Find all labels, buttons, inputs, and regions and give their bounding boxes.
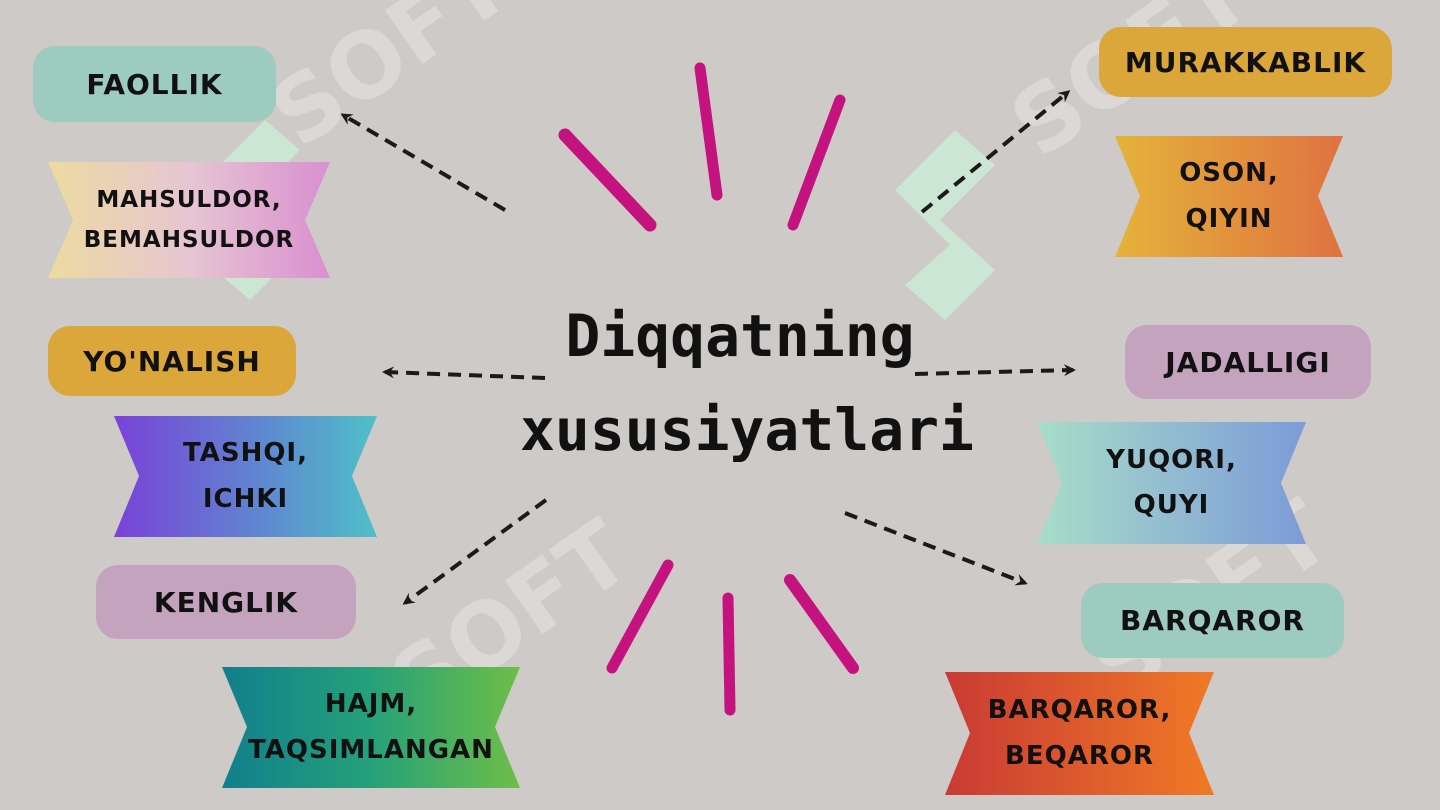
title-line-1: Diqqatning: [565, 302, 915, 370]
kenglik-value-1: HAJM,: [324, 689, 418, 719]
pill-faollik-label: FAOLLIK: [86, 67, 223, 101]
faollik-value-2: BEMAHSULDOR: [83, 227, 295, 253]
pill-jadalligi-label: JADALLIGI: [1165, 345, 1331, 379]
pill-yonalish-label: YO'NALISH: [83, 344, 261, 378]
jadalligi-value-1: YUQORI,: [1106, 444, 1237, 475]
ribbon-kenglik: [222, 667, 520, 788]
ribbon-faollik-text: MAHSULDOR, BEMAHSULDOR: [68, 162, 310, 278]
pill-kenglik-label: KENGLIK: [153, 585, 299, 619]
murakkablik-value-1: OSON,: [1179, 158, 1279, 188]
ribbon-barqaror: [945, 672, 1214, 795]
pill-jadalligi: JADALLIGI: [1125, 325, 1371, 399]
faollik-value-1: MAHSULDOR,: [96, 186, 282, 213]
pill-barqaror: BARQAROR: [1081, 583, 1344, 658]
pill-faollik: FAOLLIK: [33, 46, 276, 122]
arrow-to-yonalish: [382, 366, 546, 380]
pill-murakkablik: MURAKKABLIK: [1099, 27, 1392, 97]
arrow-to-faollik: [340, 113, 507, 212]
ribbon-faollik: [48, 162, 330, 278]
arrow-to-kenglik: [402, 498, 548, 605]
barqaror-value-1: BARQAROR,: [987, 695, 1172, 725]
diagram-title: Diqqatning xususiyatlari: [520, 290, 974, 478]
ribbon-jadalligi-text: YUQORI, QUYI: [1057, 422, 1286, 544]
ribbon-barqaror-text: BARQAROR, BEQAROR: [965, 672, 1194, 795]
title-line-2: xususiyatlari: [520, 395, 974, 464]
arrow-to-barqaror: [844, 511, 1028, 586]
connector-arrows: [340, 90, 1076, 605]
pill-yonalish: YO'NALISH: [48, 326, 296, 396]
pill-kenglik: KENGLIK: [96, 565, 356, 639]
kenglik-value-2: TAQSIMLANGAN: [248, 734, 494, 765]
ribbon-jadalligi: [1037, 422, 1306, 544]
ribbon-kenglik-text: HAJM, TAQSIMLANGAN: [232, 667, 510, 788]
jadalligi-value-2: QUYI: [1133, 490, 1210, 520]
ribbon-murakkablik-text: OSON, QIYIN: [1135, 136, 1323, 257]
yonalish-value-1: TASHQI,: [183, 438, 308, 468]
ribbon-yonalish-text: TASHQI, ICHKI: [134, 416, 357, 537]
accent-strokes: [558, 62, 859, 716]
arrow-to-murakkablik: [920, 90, 1071, 214]
ribbon-yonalish: [114, 416, 377, 537]
ribbon-murakkablik: [1115, 136, 1343, 257]
arrow-to-jadalligi: [914, 364, 1076, 377]
murakkablik-value-2: QIYIN: [1185, 203, 1273, 234]
pill-barqaror-label: BARQAROR: [1120, 604, 1305, 637]
barqaror-value-2: BEQAROR: [1005, 740, 1154, 771]
pill-murakkablik-label: MURAKKABLIK: [1124, 45, 1367, 79]
yonalish-value-2: ICHKI: [202, 483, 289, 514]
